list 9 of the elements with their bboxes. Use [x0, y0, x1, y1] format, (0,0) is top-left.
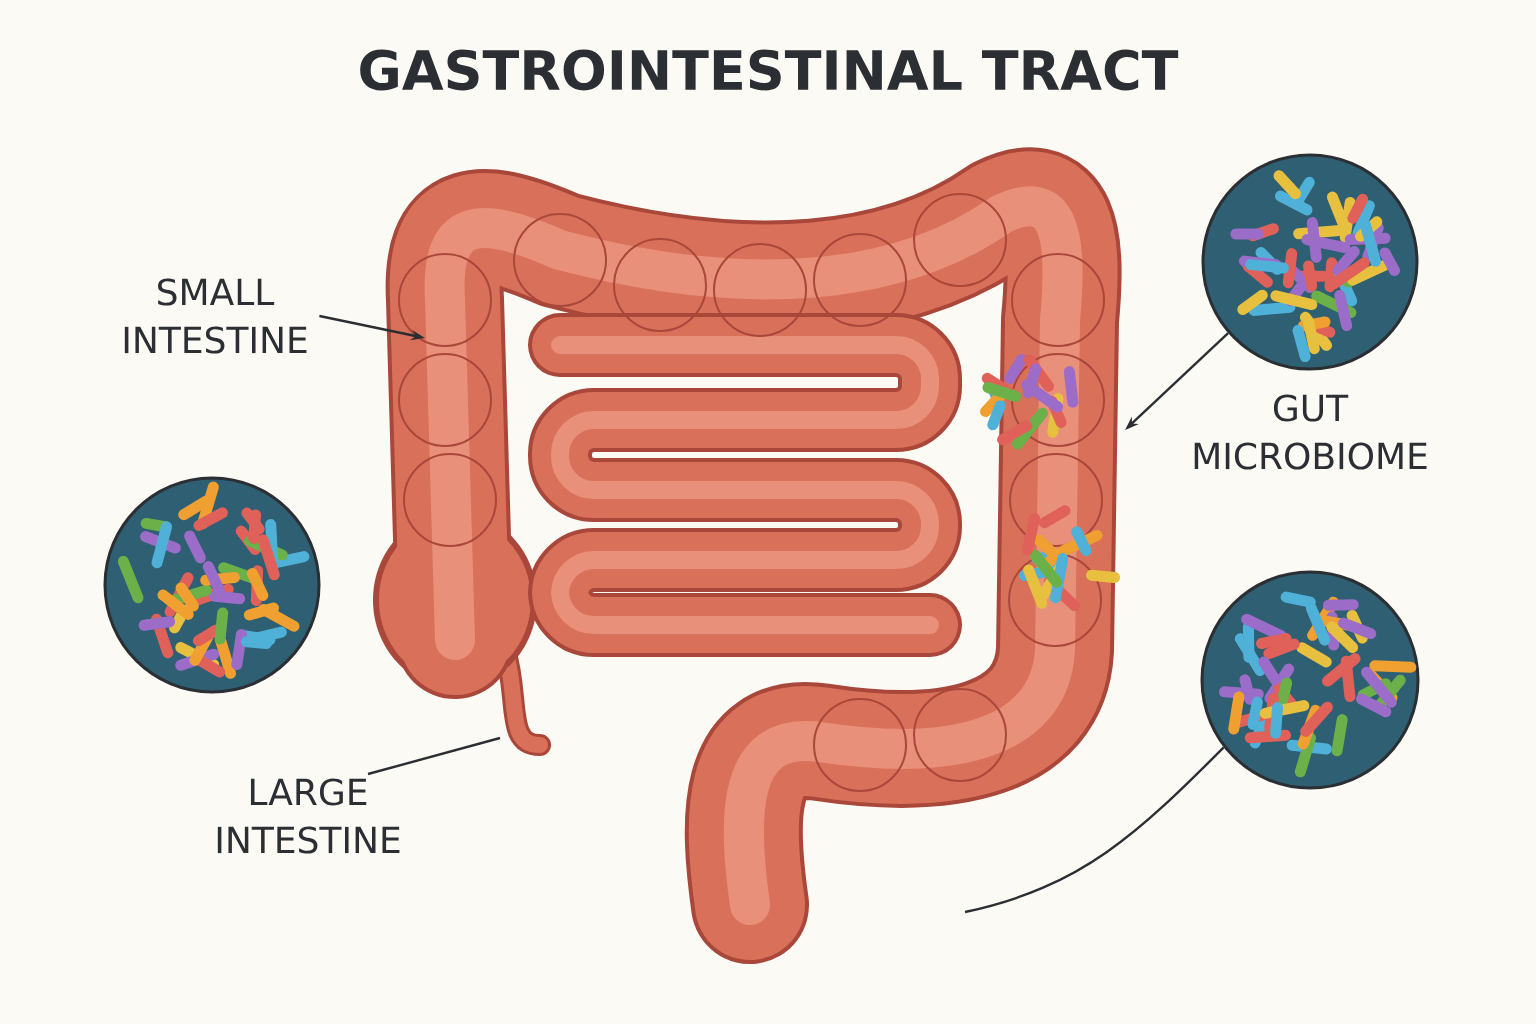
- label-text: LARGE INTESTINE: [217, 778, 400, 854]
- microbiome-circle: [103, 476, 321, 694]
- leader-line: [964, 746, 1225, 914]
- label-text: GUT MICROBIOME: [1194, 394, 1427, 470]
- leader-line: [367, 736, 501, 776]
- microbiome-circle: [1200, 570, 1420, 790]
- microbiome-circle: [1201, 153, 1419, 371]
- label-text: SMALL INTESTINE: [124, 278, 307, 354]
- title-text: GASTROINTESTINAL TRACT: [360, 49, 1179, 91]
